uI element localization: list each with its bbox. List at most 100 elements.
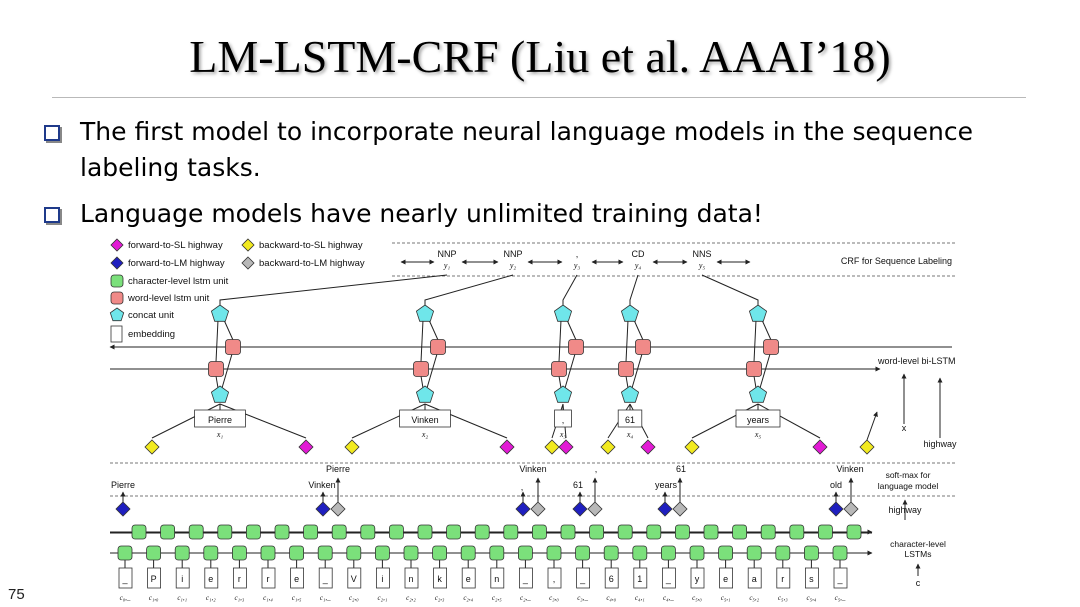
char-embedding-box [747, 567, 762, 589]
char-embedding-box [290, 567, 305, 589]
char-label: V [351, 574, 357, 584]
lm-target-label: , [521, 482, 524, 492]
char-index-label: c₅,₄ [807, 594, 817, 602]
concat-link [564, 353, 576, 389]
char-lstm-unit-forward [832, 545, 848, 561]
lm-target-label: 61 [676, 464, 686, 474]
legend-concat-label: concat unit [128, 310, 174, 321]
word-embedding-box [735, 409, 781, 428]
square-bullet-icon [44, 207, 60, 223]
title-divider [52, 97, 1026, 98]
lm-target-label: Vinken [836, 464, 863, 474]
concat-link [223, 319, 234, 341]
x-label: x [902, 423, 907, 433]
crf-caption: CRF for Sequence Labeling [841, 256, 952, 266]
tag-variable: y₃ [573, 261, 581, 270]
char-embedding-box [204, 567, 219, 589]
char-lstm-unit-backward [388, 524, 404, 540]
char-lstm-unit-forward [117, 545, 133, 561]
bullet-1-line-1: The first model to incorporate neural la… [80, 117, 973, 146]
legend-forward-lm-icon [110, 256, 124, 270]
c-label: c [916, 578, 921, 588]
char-lstm-unit-backward [274, 524, 290, 540]
output-link [562, 274, 578, 307]
char-lstm-unit-backward [417, 524, 433, 540]
char-embedding-box [776, 567, 791, 589]
char-label: y [695, 574, 700, 584]
char-index-label: c₀,_ [120, 594, 131, 602]
char-embedding-box [147, 567, 162, 589]
highway-label-right: highway [923, 439, 957, 449]
word-variable: x₃ [559, 430, 567, 439]
char-index-label: c₂,₃ [435, 594, 445, 602]
char-lstm-unit-backward [131, 524, 147, 540]
concat-unit-bottom [553, 385, 573, 403]
backward-word-lstm-unit [763, 339, 779, 355]
char-index-label: c₅,_ [835, 594, 846, 602]
concat-unit-bottom [620, 385, 640, 403]
softmax-caption-2: language model [878, 481, 939, 491]
char-label: r [781, 574, 784, 584]
char-lstm-unit-forward [203, 545, 219, 561]
char-label: r [267, 574, 270, 584]
char-lstm-unit-forward [804, 545, 819, 561]
concat-link [633, 319, 644, 341]
slide-title: LM-LSTM-CRF (Liu et al. AAAI’18) [189, 31, 891, 82]
char-label: s [809, 574, 814, 584]
concat-link [753, 319, 757, 363]
forward-to-lm-highway [515, 501, 531, 517]
word-variable: x₁ [216, 430, 224, 439]
char-lstm-unit-forward [746, 545, 762, 561]
char-label: n [408, 574, 413, 584]
char-lstm-unit-backward [360, 524, 376, 540]
char-label: _ [665, 574, 672, 584]
concat-link [625, 319, 629, 363]
tag-label: NNP [503, 249, 522, 259]
char-embedding-box [604, 567, 619, 589]
backward-to-lm-highway [330, 501, 346, 517]
char-index-label: c₃,_ [577, 594, 588, 602]
char-embedding-box [490, 567, 505, 589]
legend-embedding-label: embedding [128, 329, 175, 340]
legend-forward-sl-icon [110, 238, 124, 252]
char-index-label: c₅,₀ [692, 594, 702, 602]
tag-label: NNS [692, 249, 711, 259]
output-link [701, 274, 759, 307]
char-label: 1 [637, 574, 642, 584]
char-lstm-unit-backward [789, 524, 805, 540]
lm-target-label: Pierre [111, 480, 135, 490]
char-embedding-box [805, 567, 819, 589]
char-index-label: c₂,_ [520, 594, 531, 602]
char-lstm-unit-backward [532, 524, 547, 540]
concat-unit-bottom [415, 385, 435, 403]
char-index-label: c₄,₀ [606, 594, 616, 602]
backward-to-sl-highway [544, 439, 560, 455]
tag-variable: y₂ [509, 261, 517, 270]
backward-word-lstm-unit [568, 339, 584, 355]
concat-unit-top [748, 304, 768, 322]
legend-backward-lm-icon [241, 256, 255, 270]
char-index-label: c₁,₄ [263, 594, 273, 602]
square-bullet-icon [44, 125, 60, 141]
char-embedding-box [433, 567, 448, 589]
char-lstm-unit-forward [346, 545, 362, 561]
char-lstm-unit-backward [331, 524, 347, 540]
legend-backward-lm-label: backward-to-LM highway [259, 258, 365, 269]
lm-target-label: 61 [573, 480, 583, 490]
char-lstm-unit-backward [474, 524, 490, 540]
forward-to-lm-highway [657, 501, 673, 517]
char-embedding-box [833, 567, 848, 589]
legend-word-lstm-icon [110, 291, 124, 305]
char-embedding-box [232, 567, 247, 589]
char-label: _ [121, 574, 128, 584]
char-embedding-box [719, 567, 733, 589]
concat-link [759, 353, 771, 389]
output-link [629, 274, 639, 307]
forward-to-lm-highway [572, 501, 588, 517]
word-embedding-label: Pierre [208, 415, 232, 425]
char-index-label: c₁,₀ [149, 594, 159, 602]
char-lstm-unit-forward [575, 545, 590, 561]
legend-backward-sl-icon [241, 238, 255, 252]
concat-link [566, 319, 577, 341]
